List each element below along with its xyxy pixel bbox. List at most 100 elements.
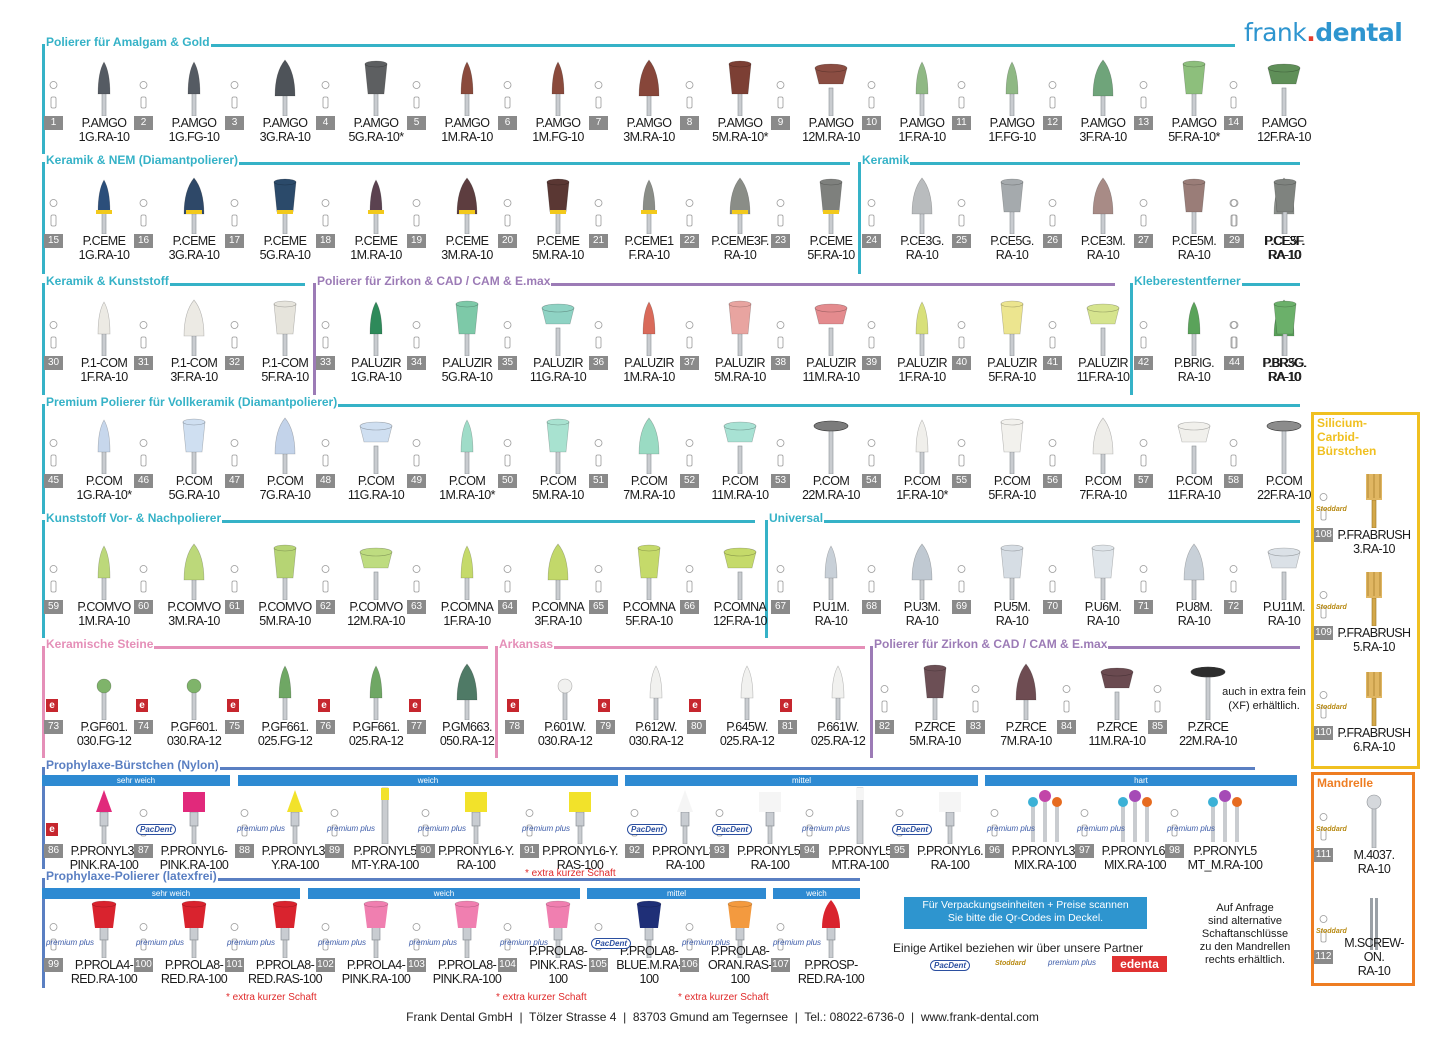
product-number: 86 bbox=[44, 844, 63, 858]
section-rule-prophy_b bbox=[42, 767, 1255, 770]
section-rule-arkansas bbox=[495, 646, 865, 649]
product-code: P.COM 1G.RA-10* bbox=[76, 474, 132, 502]
product-number: 91 bbox=[520, 844, 539, 858]
product-number: 102 bbox=[316, 958, 335, 972]
product-image bbox=[915, 301, 929, 356]
product-image bbox=[1182, 60, 1206, 116]
section-edge-zirkon1 bbox=[313, 283, 316, 395]
product-number: 67 bbox=[771, 600, 790, 614]
product-number: 22 bbox=[680, 234, 699, 248]
premium-logo: premium plus bbox=[46, 938, 95, 947]
product-code: P.CE3M. RA-10 bbox=[1080, 234, 1126, 262]
product-image bbox=[911, 177, 933, 234]
hardness-bar-polisher-sw: sehr weich bbox=[42, 888, 300, 899]
premium-logo: premium plus bbox=[327, 824, 376, 833]
product-number: 47 bbox=[225, 474, 244, 488]
premium-logo: premium plus bbox=[1077, 824, 1126, 833]
product-number: 44 bbox=[1225, 356, 1244, 370]
product-code: P.AMGO 3F.RA-10 bbox=[1079, 116, 1127, 144]
product-code: P.PROLA8- RED.RA-100 bbox=[160, 958, 228, 986]
section-edge-keramik_kunststoff bbox=[42, 283, 45, 395]
product-number: 97 bbox=[1075, 844, 1094, 858]
product-number: 109 bbox=[1314, 626, 1333, 640]
product-number: 36 bbox=[589, 356, 608, 370]
product-code: P.COMNA 5F.RA-10 bbox=[622, 600, 676, 628]
premium-logo: premium plus bbox=[418, 824, 467, 833]
product-number: 87 bbox=[134, 844, 153, 858]
product-code: P.PROLA8- PINK.RA-100 bbox=[432, 958, 502, 986]
product-number: 19 bbox=[407, 234, 426, 248]
section-title-zirkon1: Polierer für Zirkon & CAD / CAM & E.max bbox=[316, 274, 552, 288]
product-number: 14 bbox=[1224, 116, 1243, 130]
product-number: 96 bbox=[985, 844, 1004, 858]
section-edge-keramik bbox=[858, 162, 861, 274]
product-code: P.CE5F. RA-10 bbox=[1264, 234, 1306, 262]
product-code: P.PRONYL5. RA-100 bbox=[736, 844, 804, 872]
product-image bbox=[1092, 177, 1114, 234]
product-code: P.COM 22M.RA-10 bbox=[802, 474, 860, 502]
section-title-kunststoff: Kunststoff Vor- & Nachpolierer bbox=[45, 511, 223, 525]
product-code: P.CEME 1G.RA-10 bbox=[78, 234, 130, 262]
product-image bbox=[363, 900, 389, 958]
product-number: 108 bbox=[1314, 528, 1333, 542]
product-image bbox=[759, 792, 781, 844]
product-number: 6 bbox=[498, 116, 517, 130]
note-extra-short-shank: * extra kurzer Schaft bbox=[525, 868, 616, 879]
product-number: 69 bbox=[952, 600, 971, 614]
product-image bbox=[1366, 572, 1382, 626]
product-code: P.CEME 5M.RA-10 bbox=[532, 234, 584, 262]
product-code: P.AMGO 5G.RA-10* bbox=[348, 116, 404, 144]
product-code: P.U6M. RA-10 bbox=[1084, 600, 1122, 628]
product-code: P.CEME3F. RA-10 bbox=[711, 234, 769, 262]
section-title-keramik_nem: Keramik & NEM (Diamantpolierer) bbox=[45, 153, 240, 167]
product-image bbox=[1267, 63, 1301, 116]
product-code: P.CEME 5G.RA-10 bbox=[259, 234, 311, 262]
product-image bbox=[273, 544, 297, 600]
product-number: 3 bbox=[225, 116, 244, 130]
section-edge-arkansas bbox=[495, 646, 498, 758]
product-image bbox=[1086, 303, 1120, 356]
product-image bbox=[359, 421, 393, 474]
product-number: 35 bbox=[498, 356, 517, 370]
product-code: P.ALUZIR 1M.RA-10 bbox=[623, 356, 675, 384]
product-image bbox=[460, 61, 474, 116]
product-code: P.PRONYL5 MT.RA-100 bbox=[828, 844, 892, 872]
product-number: 13 bbox=[1134, 116, 1153, 130]
partner-text: Einige Artikel beziehen wir über unsere … bbox=[893, 941, 1144, 955]
premium-logo: premium plus bbox=[318, 938, 367, 947]
product-image bbox=[287, 790, 303, 844]
product-image bbox=[456, 177, 478, 234]
product-number: 37 bbox=[680, 356, 699, 370]
product-code: P.PRONYL3. RA-100 bbox=[651, 844, 719, 872]
product-image bbox=[1208, 790, 1242, 842]
product-image bbox=[273, 300, 297, 356]
product-number: 11 bbox=[952, 116, 971, 130]
product-code: P.CE3G. RA-10 bbox=[900, 234, 944, 262]
section-edge-prophy_p bbox=[42, 878, 45, 988]
product-number: 27 bbox=[1134, 234, 1153, 248]
product-image bbox=[1092, 417, 1114, 474]
